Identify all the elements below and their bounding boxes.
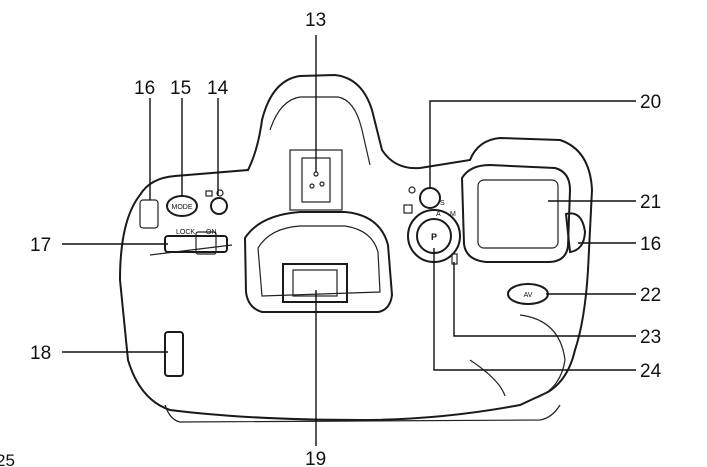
callout-21: 21 [640, 192, 661, 213]
callout-23: 23 [640, 327, 661, 348]
svg-text:MODE: MODE [172, 204, 193, 211]
callout-16-right: 16 [640, 234, 661, 255]
svg-text:AV: AV [524, 292, 533, 299]
svg-text:S: S [440, 200, 445, 207]
callout-14: 14 [207, 78, 229, 99]
callout-numbers: 13 14 15 16 17 18 19 20 21 16 22 23 24 [30, 10, 662, 467]
mode-button: MODE [166, 195, 198, 217]
page-number: 25 [0, 451, 15, 467]
self-timer-button [205, 189, 228, 215]
callout-18: 18 [30, 343, 51, 364]
callout-19: 19 [305, 449, 326, 467]
mode-dial: P S A M [403, 200, 461, 265]
camera-body-illustration [118, 73, 594, 423]
svg-text:ON: ON [206, 229, 217, 236]
strap-eyelet-right [564, 212, 587, 254]
lcd-panel [460, 163, 572, 263]
callout-22: 22 [640, 285, 661, 306]
av-button: AV [507, 283, 549, 305]
flash-button [419, 187, 441, 209]
svg-text:LOCK: LOCK [176, 229, 195, 236]
main-switch: LOCK ON [164, 229, 228, 255]
leader-lines [62, 35, 636, 446]
svg-text:A: A [436, 211, 441, 218]
program-button-label: P [431, 232, 437, 242]
callout-15: 15 [170, 78, 191, 99]
eyecup-icon [282, 263, 348, 303]
callout-16-left: 16 [134, 78, 155, 99]
strap-lug-left [139, 199, 159, 229]
callout-13: 13 [305, 10, 326, 31]
callout-17: 17 [30, 235, 51, 256]
callout-24: 24 [640, 361, 662, 382]
svg-text:M: M [450, 211, 456, 218]
callout-20: 20 [640, 92, 661, 113]
remote-terminal [164, 331, 184, 377]
